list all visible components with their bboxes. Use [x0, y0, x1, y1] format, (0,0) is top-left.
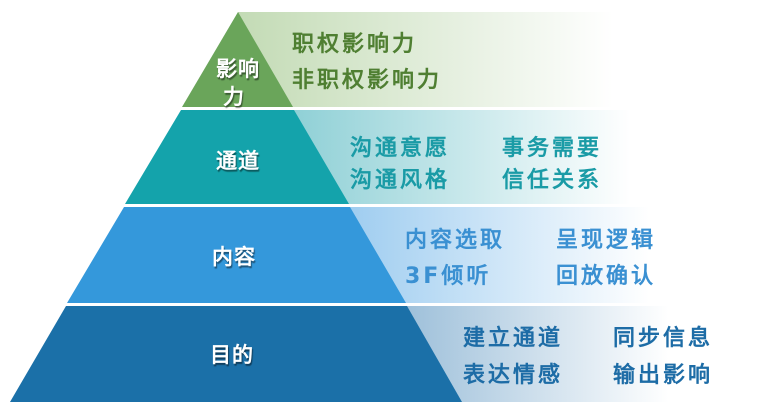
layer-label-channel: 通道 — [216, 149, 260, 173]
item: 3F倾听 — [405, 264, 492, 289]
item: 建立通道 — [463, 326, 564, 351]
layer-label-content: 内容 — [212, 245, 256, 269]
item: 沟通风格 — [350, 168, 451, 193]
layer-label-purpose: 目的 — [210, 343, 254, 367]
item: 表达情感 — [463, 363, 564, 388]
item: 沟通意愿 — [350, 136, 451, 161]
item: 内容选取 — [405, 228, 506, 253]
band-content — [349, 207, 749, 303]
item: 非职权影响力 — [292, 68, 443, 93]
layer-influence — [182, 12, 293, 107]
item: 事务需要 — [502, 136, 603, 161]
item: 输出影响 — [613, 363, 714, 388]
item: 呈现逻辑 — [556, 228, 657, 253]
band-influence — [238, 12, 738, 107]
layer-label-influence-2: 力 — [223, 85, 245, 109]
item: 信任关系 — [502, 168, 603, 193]
band-channel — [293, 110, 743, 204]
layer-content — [67, 207, 406, 303]
layer-channel — [125, 110, 349, 204]
item: 同步信息 — [613, 326, 714, 351]
band-purpose — [406, 306, 756, 402]
layer-label-influence-1: 影响 — [216, 57, 260, 81]
layer-purpose — [10, 306, 462, 402]
item: 职权影响力 — [292, 32, 418, 57]
item: 回放确认 — [556, 264, 657, 289]
